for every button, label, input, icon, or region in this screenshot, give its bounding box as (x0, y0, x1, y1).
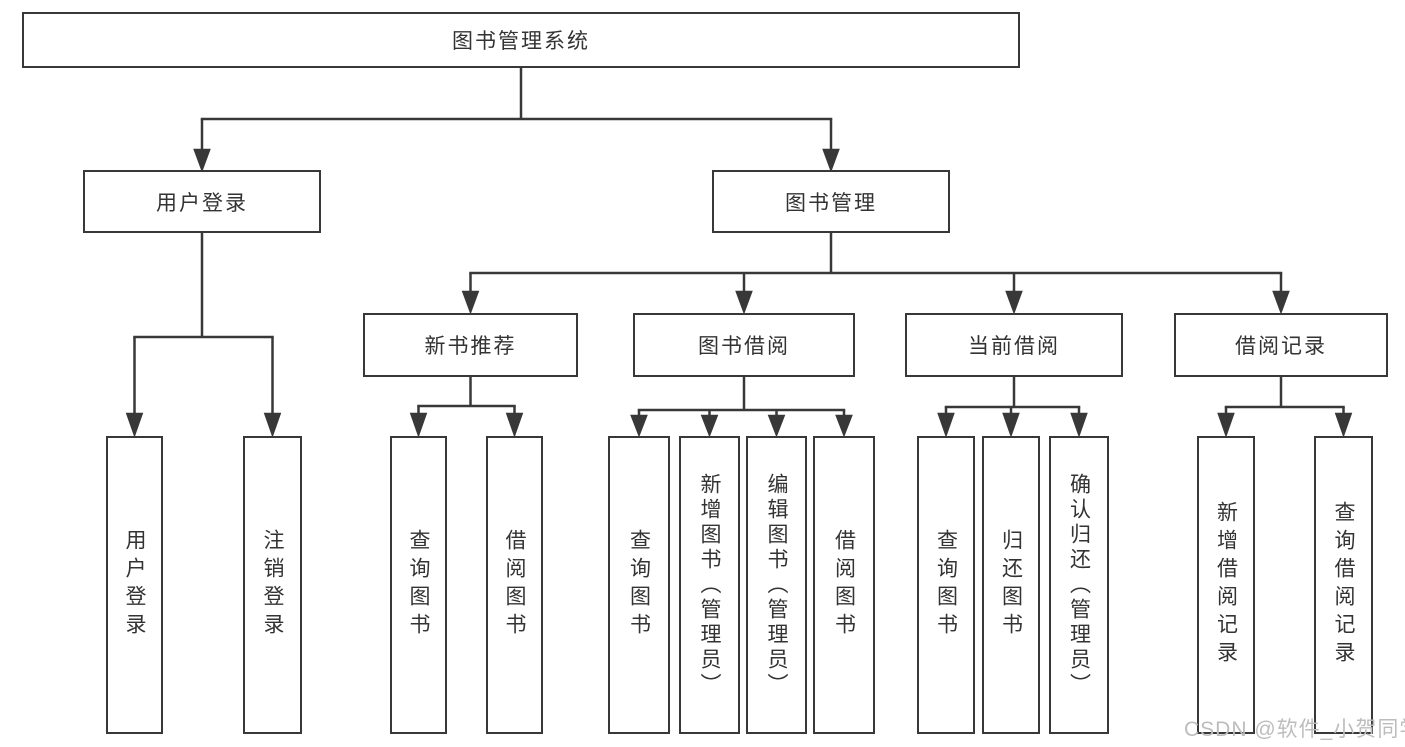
connector-user-login-children (125, 233, 282, 438)
node-book-borrowing: 图书借阅 (633, 313, 855, 377)
leaf-label: 查询图书 (934, 529, 958, 641)
leaf-label: 用户登录 (123, 529, 146, 641)
node-current-borrowing: 当前借阅 (905, 313, 1123, 377)
arrowhead-down-icon (1334, 412, 1353, 438)
arrowhead-down-icon (193, 148, 211, 173)
connector-new-books-children (409, 377, 524, 438)
arrowhead-down-icon (461, 290, 480, 315)
leaf-label: 注销登录 (261, 529, 284, 641)
connector-book-mgmt-to-level3 (461, 233, 1290, 315)
node-new-book-recommendation: 新书推荐 (363, 313, 578, 377)
leaf-label: 新增借阅记录 (1214, 501, 1238, 669)
leaf-label: 新增图书（管理员） (698, 472, 721, 698)
arrowhead-down-icon (835, 414, 853, 438)
leaf-borrowing-edit-books-admin: 编辑图书（管理员） (746, 436, 807, 734)
arrowhead-down-icon (263, 412, 282, 438)
leaf-label: 查询借阅记录 (1332, 501, 1355, 669)
leaf-label: 借阅图书 (503, 529, 526, 641)
node-label: 图书管理系统 (452, 30, 590, 53)
leaf-borrowing-query-books: 查询图书 (608, 436, 670, 734)
leaf-current-confirm-return-admin: 确认归还（管理员） (1049, 436, 1109, 734)
arrowhead-down-icon (505, 412, 524, 438)
arrowhead-down-icon (409, 412, 428, 438)
leaf-records-query-record: 查询借阅记录 (1314, 436, 1373, 734)
leaf-logout-login: 注销登录 (243, 436, 302, 734)
leaf-current-return-books: 归还图书 (982, 436, 1040, 734)
arrowhead-down-icon (1005, 290, 1023, 315)
arrowhead-down-icon (1002, 412, 1020, 438)
node-user-login: 用户登录 (83, 170, 321, 233)
leaf-user-login: 用户登录 (106, 436, 163, 734)
leaf-label: 编辑图书（管理员） (765, 472, 788, 698)
arrowhead-down-icon (767, 414, 786, 438)
csdn-watermark: CSDN @软件_小贺同学 (1184, 718, 1405, 741)
node-label: 图书管理 (785, 191, 877, 215)
arrowhead-down-icon (735, 290, 753, 315)
node-book-management-system: 图书管理系统 (22, 12, 1020, 68)
leaf-label: 归还图书 (999, 529, 1023, 641)
node-book-management: 图书管理 (712, 170, 950, 233)
leaf-newbooks-query-books: 查询图书 (390, 436, 447, 734)
leaf-label: 查询图书 (627, 529, 651, 641)
leaf-borrowing-borrow-books: 借阅图书 (813, 436, 875, 734)
connector-current-borrowing-children (937, 377, 1088, 438)
leaf-label: 确认归还（管理员） (1067, 472, 1091, 698)
node-borrowing-records: 借阅记录 (1174, 313, 1388, 377)
leaf-borrowing-add-books-admin: 新增图书（管理员） (679, 436, 740, 734)
leaf-label: 借阅图书 (832, 529, 856, 641)
arrowhead-down-icon (1070, 412, 1088, 438)
leaf-label: 查询图书 (407, 529, 430, 641)
arrowhead-down-icon (630, 414, 648, 438)
arrowhead-down-icon (1217, 412, 1235, 438)
node-label: 图书借阅 (698, 335, 790, 358)
arrowhead-down-icon (125, 412, 144, 438)
leaf-newbooks-borrow-books: 借阅图书 (486, 436, 543, 734)
leaf-records-add-record: 新增借阅记录 (1197, 436, 1255, 734)
node-label: 当前借阅 (968, 335, 1060, 358)
node-label: 借阅记录 (1235, 335, 1327, 358)
node-label: 用户登录 (156, 191, 248, 215)
arrowhead-down-icon (937, 412, 955, 438)
leaf-current-query-books: 查询图书 (917, 436, 975, 734)
arrowhead-down-icon (1272, 290, 1290, 315)
connector-root-to-level2 (193, 67, 840, 173)
node-label: 新书推荐 (424, 335, 517, 358)
connector-book-borrowing-children (630, 377, 853, 438)
connector-borrowing-records-children (1217, 377, 1353, 438)
arrowhead-down-icon (822, 148, 840, 173)
arrowhead-down-icon (700, 414, 719, 438)
